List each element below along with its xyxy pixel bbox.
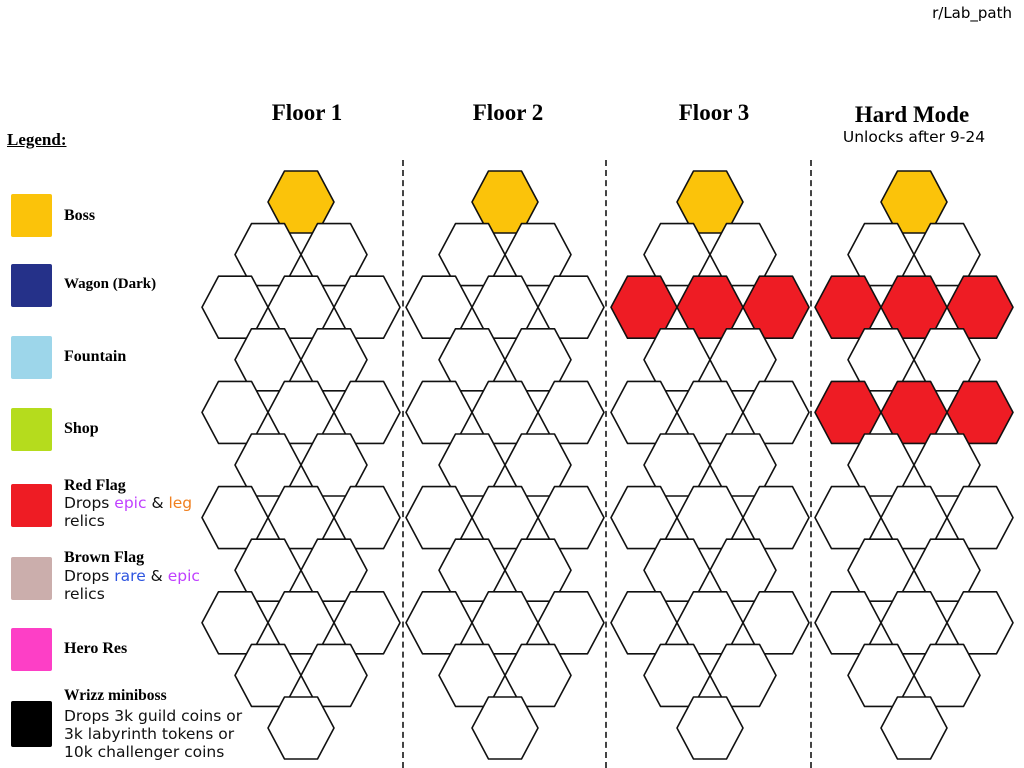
legend-label-brown-flag: Brown Flag (64, 549, 145, 566)
legend-item-brown-flag: Brown Flag Drops rare & epic relics (0, 549, 200, 609)
brown-flag-desc-prefix: Drops (64, 567, 115, 585)
floor-divider-1 (402, 160, 404, 768)
hex-tile-empty (676, 696, 744, 760)
brown-flag-desc-mid: & (145, 567, 168, 585)
floor-divider-3 (810, 160, 812, 768)
floor-divider-2 (605, 160, 607, 768)
legend-label-red-flag: Red Flag (64, 477, 126, 494)
hard-mode-subtitle: Unlocks after 9-24 (842, 128, 986, 146)
legend-item-boss: Boss (0, 194, 200, 254)
red-flag-description: Drops epic & leg relics (64, 494, 192, 530)
legend-title: Legend: (7, 130, 67, 149)
legend-label-wagon: Wagon (Dark) (64, 276, 157, 292)
floor-1-grid (201, 170, 401, 760)
shop-swatch (11, 408, 52, 451)
red-flag-desc-mid: & (146, 494, 169, 512)
credit-text: r/Lab_path (932, 4, 1012, 22)
fountain-swatch (11, 336, 52, 379)
brown-flag-desc-rare: rare (114, 567, 146, 585)
wrizz-desc-line-3: 10k challenger coins (64, 743, 225, 761)
legend-item-red-flag: Red Flag Drops epic & leg relics (0, 476, 200, 536)
wagon-swatch (11, 264, 52, 307)
floor-4-grid (814, 170, 1014, 760)
hex-tile-empty (267, 696, 335, 760)
legend-label-fountain: Fountain (64, 348, 127, 365)
hero-res-swatch (11, 628, 52, 671)
brown-flag-desc-line2: relics (64, 585, 105, 603)
wrizz-swatch (11, 701, 52, 747)
legend-item-fountain: Fountain (0, 336, 200, 396)
red-flag-desc-epic: epic (114, 494, 147, 512)
brown-flag-desc-epic: epic (167, 567, 200, 585)
red-flag-swatch (11, 484, 52, 527)
boss-swatch (11, 194, 52, 237)
legend-item-hero-res: Hero Res (0, 628, 200, 688)
wrizz-desc-line-2: 3k labyrinth tokens or (64, 725, 235, 743)
floor-2-title: Floor 2 (472, 100, 544, 125)
floor-3-title: Floor 3 (678, 100, 750, 125)
legend-item-wagon: Wagon (Dark) (0, 264, 200, 324)
red-flag-desc-line2: relics (64, 512, 105, 530)
brown-flag-description: Drops rare & epic relics (64, 567, 200, 603)
legend-label-boss: Boss (64, 207, 96, 224)
legend-label-shop: Shop (64, 420, 99, 437)
legend-item-shop: Shop (0, 408, 200, 468)
hex-tile-empty (880, 696, 948, 760)
red-flag-desc-prefix: Drops (64, 494, 115, 512)
wrizz-desc-line-1: Drops 3k guild coins or (64, 707, 243, 725)
hard-mode-title: Hard Mode (854, 102, 970, 127)
legend-label-wrizz: Wrizz miniboss (64, 687, 167, 704)
floor-3-grid (610, 170, 810, 760)
floor-1-title: Floor 1 (271, 100, 343, 125)
red-flag-desc-leg: leg (168, 494, 193, 512)
brown-flag-swatch (11, 557, 52, 600)
legend-label-hero-res: Hero Res (64, 640, 128, 657)
hex-tile-empty (471, 696, 539, 760)
floor-2-grid (405, 170, 605, 760)
